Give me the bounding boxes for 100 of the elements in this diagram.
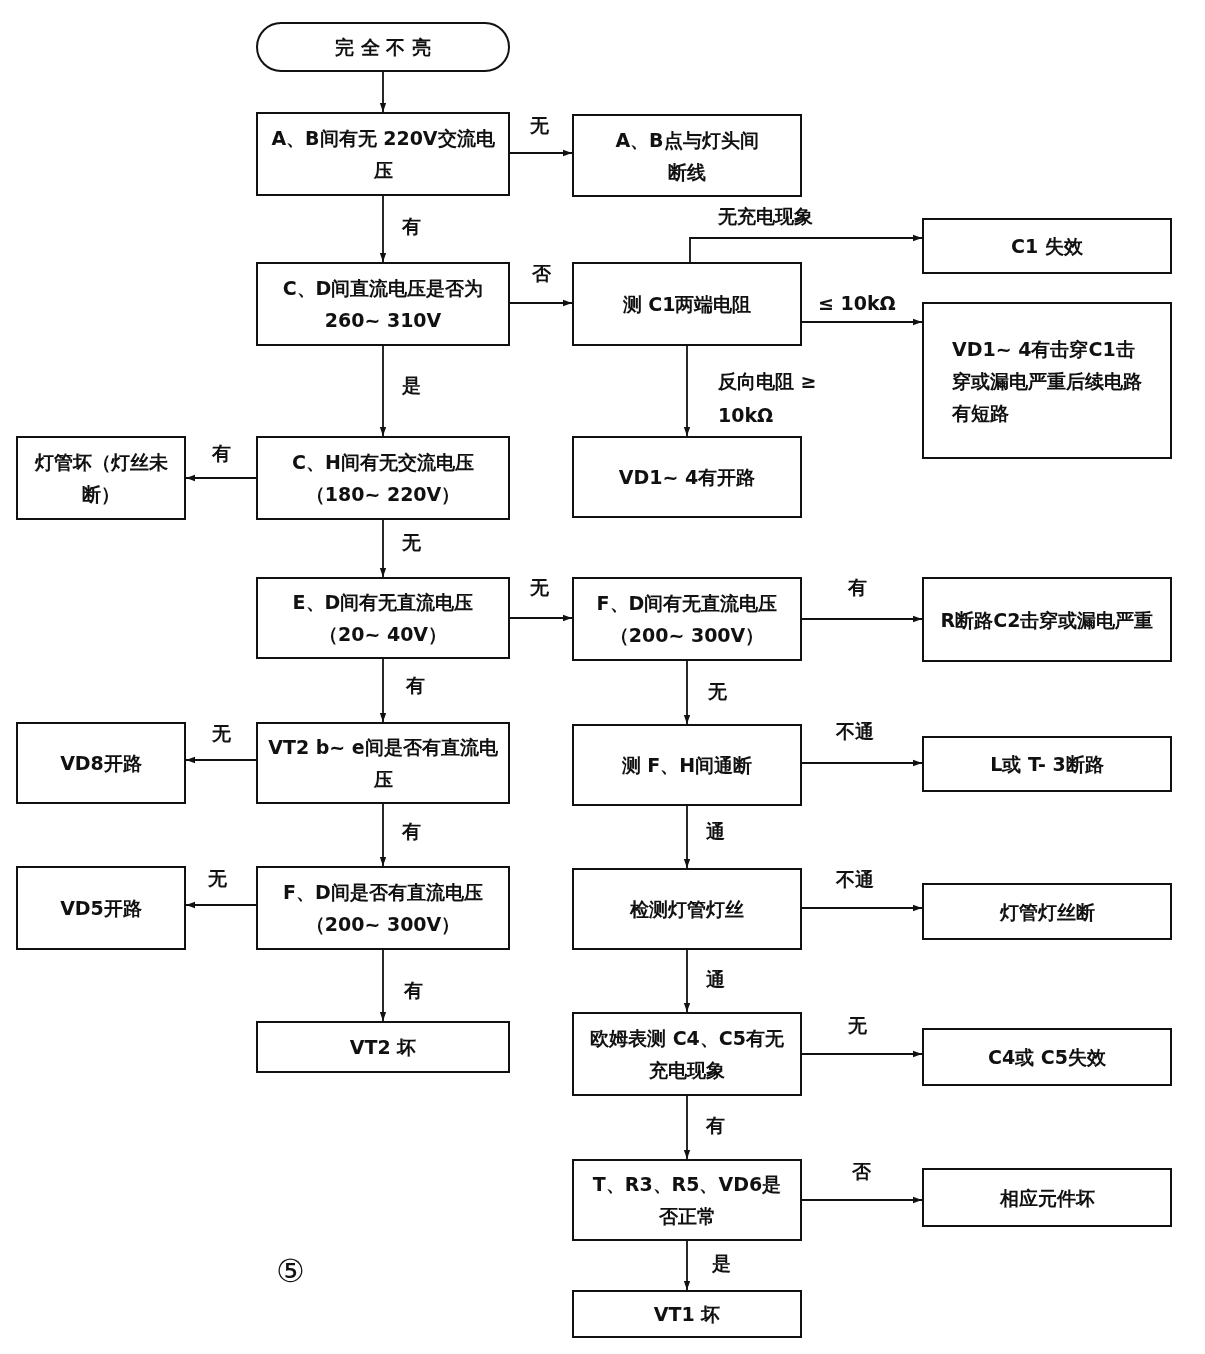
node-text: 欧姆表测 C4、C5有无充电现象 xyxy=(589,1026,785,1083)
edge-label: 有 xyxy=(400,215,423,237)
process-box xyxy=(256,262,510,346)
node-text: 完 全 不 亮 xyxy=(335,35,431,60)
arrow xyxy=(185,901,257,909)
node-text: VT2 b~ e间是否有直流电压 xyxy=(268,735,498,792)
arrow xyxy=(683,345,691,437)
arrow xyxy=(683,949,691,1013)
arrow xyxy=(379,195,387,263)
process-box xyxy=(572,1290,802,1338)
node-text: 检测灯管灯丝 xyxy=(630,897,744,922)
node-text: A、B间有无 220V交流电压 xyxy=(270,126,496,183)
process-box xyxy=(256,722,510,804)
process-box xyxy=(922,736,1172,792)
arrow xyxy=(683,805,691,869)
arrow xyxy=(801,1196,923,1204)
process-box xyxy=(922,302,1172,459)
process-box xyxy=(256,866,510,950)
arrow xyxy=(379,949,387,1022)
arrow xyxy=(185,756,257,764)
node-text: 相应元件坏 xyxy=(999,1185,1095,1211)
edge-label: 通 xyxy=(704,820,727,842)
node-text: F、D间有无直流电压（200~ 300V） xyxy=(595,591,779,648)
process-box xyxy=(256,112,510,196)
arrow xyxy=(379,345,387,437)
node-text: L或 T- 3断路 xyxy=(990,752,1104,777)
process-box xyxy=(256,1021,510,1073)
process-box xyxy=(256,577,510,659)
arrow xyxy=(509,614,573,622)
figure-number: ⑤ xyxy=(276,1252,305,1290)
node-text: VD1~ 4有击穿C1击穿或漏电严重后续电路有短路 xyxy=(952,336,1142,426)
edge-label: 是 xyxy=(400,374,423,396)
edge-label: 无 xyxy=(528,576,551,598)
edge-label: 有 xyxy=(400,820,423,842)
process-box xyxy=(572,114,802,197)
arrow xyxy=(509,149,573,157)
arrow xyxy=(683,1095,691,1160)
process-box xyxy=(922,218,1172,274)
edge-label: 无 xyxy=(210,722,233,744)
arrow xyxy=(801,1050,923,1058)
arrow xyxy=(379,71,387,113)
edge-label: 无 xyxy=(846,1014,869,1036)
node-text: 灯管灯丝断 xyxy=(999,899,1095,925)
process-box xyxy=(256,436,510,520)
node-text: VD8开路 xyxy=(60,751,142,776)
edge-label: 无 xyxy=(528,114,551,136)
arrow xyxy=(683,660,691,725)
process-box xyxy=(572,724,802,806)
node-text: E、D间有无直流电压（20~ 40V） xyxy=(291,590,475,647)
node-text: C、D间直流电压是否为 260~ 310V xyxy=(281,276,485,333)
node-text: T、R3、R5、VD6是否正常 xyxy=(591,1172,783,1229)
node-text: 测 C1两端电阻 xyxy=(622,292,752,317)
node-text: C1 失效 xyxy=(1011,234,1083,259)
process-box xyxy=(16,436,186,520)
node-text: 灯管坏（灯丝未断） xyxy=(33,450,169,507)
edge-label: 无 xyxy=(206,867,229,889)
arrow xyxy=(379,803,387,867)
edge-label: 有 xyxy=(846,576,869,598)
node-text: R断路C2击穿或漏电严重 xyxy=(940,607,1154,633)
edge-label: 有 xyxy=(704,1114,727,1136)
edge-label: 否 xyxy=(530,262,553,284)
edge-label: 是 xyxy=(710,1252,733,1274)
process-box xyxy=(572,1012,802,1096)
arrow xyxy=(801,615,923,623)
node-text: VD5开路 xyxy=(60,896,142,921)
arrow xyxy=(683,1240,691,1291)
edge-label: 无 xyxy=(706,680,729,702)
edge-label: 有 xyxy=(402,979,425,1001)
process-box xyxy=(572,262,802,346)
process-box xyxy=(16,866,186,950)
edge-label: 通 xyxy=(704,968,727,990)
node-text: VT2 坏 xyxy=(349,1035,417,1060)
arrow xyxy=(801,759,923,767)
process-box xyxy=(572,1159,802,1241)
process-box xyxy=(572,868,802,950)
edge-label: 有 xyxy=(404,674,427,696)
arrow xyxy=(379,519,387,578)
edge-label: 无 xyxy=(400,531,423,553)
process-box xyxy=(572,436,802,518)
arrow xyxy=(801,904,923,912)
node-text: C、H间有无交流电压（180~ 220V） xyxy=(291,450,475,507)
edge-label: 不通 xyxy=(834,720,876,742)
arrow xyxy=(509,299,573,307)
arrow xyxy=(801,318,923,326)
terminal-box xyxy=(256,22,510,72)
process-box xyxy=(572,577,802,661)
arrow xyxy=(689,234,923,263)
arrow xyxy=(185,474,257,482)
process-box xyxy=(922,1028,1172,1086)
node-text: C4或 C5失效 xyxy=(988,1045,1106,1070)
process-box xyxy=(16,722,186,804)
node-text: VD1~ 4有开路 xyxy=(618,465,756,490)
node-text: 测 F、H间通断 xyxy=(621,753,753,778)
node-text: F、D间是否有直流电压（200~ 300V） xyxy=(282,880,484,937)
edge-label: 有 xyxy=(210,442,233,464)
process-box xyxy=(922,883,1172,940)
process-box xyxy=(922,1168,1172,1227)
edge-label: 否 xyxy=(850,1160,873,1182)
node-text: A、B点与灯头间断线 xyxy=(614,127,760,185)
arrow xyxy=(379,658,387,723)
